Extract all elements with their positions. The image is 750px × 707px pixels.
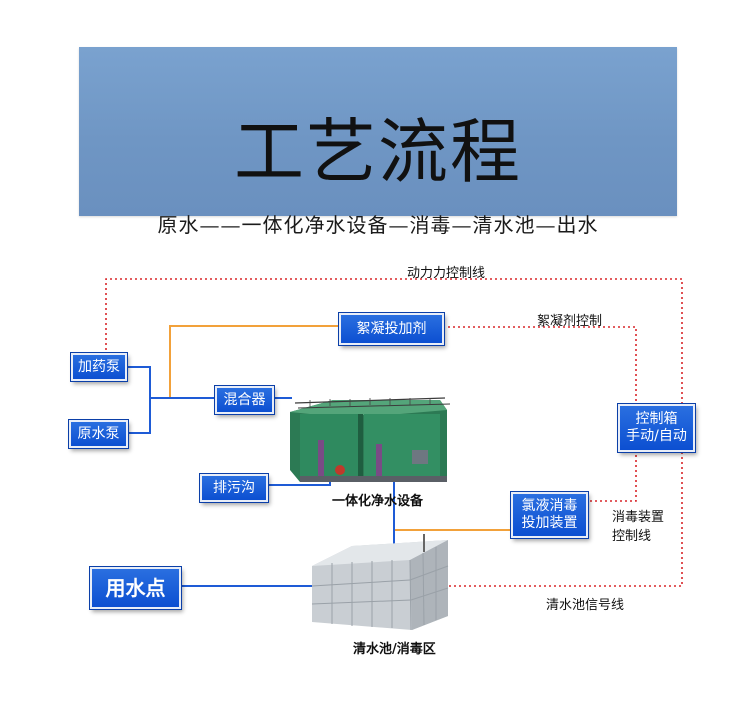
tank-signal-label: 清水池信号线 xyxy=(546,598,625,613)
clear-water-tank-illustration xyxy=(311,534,449,631)
dosing-pump-node[interactable]: 加药泵 xyxy=(71,353,127,381)
control-box-node[interactable]: 控制箱 手动/自动 xyxy=(618,404,695,452)
flocculant-control-label: 絮凝剂控制 xyxy=(537,314,603,329)
process-summary: 原水——一体化净水设备—消毒—清水池—出水 xyxy=(157,213,599,237)
water-use-point-node[interactable]: 用水点 xyxy=(90,567,181,609)
flocculant-control-line xyxy=(443,326,637,405)
mixer-node[interactable]: 混合器 xyxy=(215,386,274,414)
dosing-pump-pipe xyxy=(124,366,151,434)
raw-water-pump-node[interactable]: 原水泵 xyxy=(69,420,128,448)
purifier-caption: 一体化净水设备 xyxy=(332,494,424,509)
disinfect-control-label: 消毒装置 控制线 xyxy=(612,510,665,544)
page-title: 工艺流程 xyxy=(234,111,522,193)
power-control-line xyxy=(105,278,683,587)
drain-ditch-node[interactable]: 排污沟 xyxy=(200,474,268,502)
dosing-pipes xyxy=(169,325,512,531)
flocculant-dosing-node[interactable]: 絮凝投加剂 xyxy=(339,313,444,345)
title-banner: 工艺流程 原水——一体化净水设备—消毒—清水池—出水 xyxy=(79,47,677,237)
purifier-equipment-illustration xyxy=(290,397,451,482)
tank-caption: 清水池/消毒区 xyxy=(353,642,436,657)
flocculant-pipe xyxy=(169,325,340,398)
disinfect-control-line xyxy=(585,450,637,502)
control-lines xyxy=(105,278,683,587)
chlorine-dosing-node[interactable]: 氯液消毒 投加装置 xyxy=(511,492,588,538)
power-line-label: 动力力控制线 xyxy=(407,266,486,281)
